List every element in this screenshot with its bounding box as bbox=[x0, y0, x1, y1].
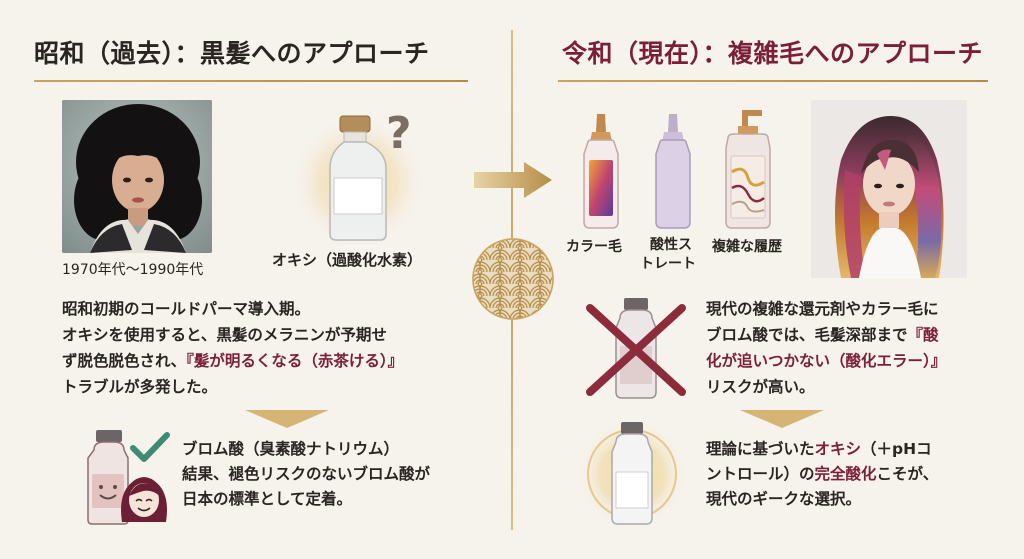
left-para-line1: 昭和初期のコールドパーマ導入期。 bbox=[62, 300, 311, 318]
left-title: 昭和（過去）：黒髪へのアプローチ bbox=[34, 39, 430, 68]
check-icon bbox=[130, 432, 170, 462]
oxy-bottle-icon bbox=[292, 115, 424, 248]
seigaiha-wave-icon bbox=[472, 238, 554, 320]
label-color-hair: カラー毛 bbox=[566, 239, 622, 255]
complex-history-bottle-icon bbox=[725, 110, 771, 229]
oxy-label: オキシ（過酸化水素） bbox=[272, 251, 423, 269]
left-para-line2: オキシを使用すると、黒髪のメラニンが予期せ bbox=[62, 326, 387, 344]
left-result-line3: 日本の標準として定着。 bbox=[182, 490, 353, 508]
happy-woman-icon bbox=[121, 477, 167, 522]
right-result-oxy: オキシ bbox=[814, 440, 862, 458]
question-mark-icon: ? bbox=[386, 108, 412, 159]
label-acid-straight-1: 酸性ス bbox=[650, 237, 692, 253]
left-para-line4: トラブルが多発した。 bbox=[62, 378, 218, 396]
right-result-line2-a: ントロール）の bbox=[706, 465, 815, 483]
left-result-line2: 結果、褪色リスクのないブロム酸が bbox=[182, 465, 431, 483]
right-result-line2-c: こそが、 bbox=[876, 465, 939, 483]
showa-woman-photo bbox=[62, 100, 212, 253]
right-result-line2: ントロール）の完全酸化こそが、 bbox=[706, 462, 938, 487]
left-para-highlight: 『髪が明るくなる（赤茶ける）』 bbox=[186, 352, 404, 370]
left-para-line3-a: ず脱色脱色され、 bbox=[62, 352, 187, 370]
acid-straight-bottle-icon bbox=[655, 114, 691, 229]
left-title-rule bbox=[34, 80, 468, 82]
right-result-line1-c: （＋pHコ bbox=[861, 440, 932, 458]
left-para-line3: ず脱色脱色され、『髪が明るくなる（赤茶ける）』 bbox=[62, 348, 403, 374]
right-para-line1: 現代の複雑な還元剤やカラー毛に bbox=[706, 300, 939, 318]
right-result-line1-a: 理論に基づいた bbox=[706, 440, 815, 458]
right-result-full-oxidation: 完全酸化 bbox=[814, 465, 877, 483]
arrow-right-icon bbox=[474, 162, 552, 198]
right-para-highlight-2: 化が追いつかない（酸化エラー）』 bbox=[706, 352, 947, 370]
cross-icon bbox=[586, 298, 686, 399]
right-result: 理論に基づいたオキシ（＋pHコ ントロール）の完全酸化こそが、 現代のギークな選… bbox=[706, 437, 938, 512]
era-caption: 1970年代〜1990年代 bbox=[62, 262, 204, 278]
right-para-line4: リスクが高い。 bbox=[706, 378, 815, 396]
glowing-oxy-bottle-icon bbox=[578, 420, 686, 528]
right-paragraph: 現代の複雑な還元剤やカラー毛に ブロム酸では、毛髪深部まで『酸 化が追いつかない… bbox=[706, 296, 946, 400]
right-title: 令和（現在）：複雑毛へのアプローチ bbox=[562, 39, 984, 68]
label-acid-straight-2: トレート bbox=[640, 256, 696, 272]
right-result-line3: 現代のギークな選択。 bbox=[706, 490, 862, 508]
left-result-line1: ブロム酸（臭素酸ナトリウム） bbox=[182, 440, 400, 458]
right-para-highlight-1: 『酸 bbox=[907, 326, 939, 344]
right-result-line1: 理論に基づいたオキシ（＋pHコ bbox=[706, 437, 938, 462]
right-para-line2-a: ブロム酸では、毛髪深部まで bbox=[706, 326, 908, 344]
right-title-rule bbox=[558, 80, 988, 82]
label-acid-straight: 酸性ス トレート bbox=[640, 236, 696, 274]
label-complex-history: 複雑な履歴 bbox=[712, 239, 782, 255]
chevron-down-icon bbox=[245, 410, 329, 428]
reiwa-woman-photo bbox=[811, 100, 967, 278]
color-hair-bottle-icon bbox=[583, 114, 619, 229]
chevron-down-icon-right bbox=[740, 410, 824, 428]
left-result: ブロム酸（臭素酸ナトリウム） 結果、褪色リスクのないブロム酸が 日本の標準として… bbox=[182, 437, 430, 512]
right-para-line2: ブロム酸では、毛髪深部まで『酸 bbox=[706, 322, 946, 348]
left-paragraph: 昭和初期のコールドパーマ導入期。 オキシを使用すると、黒髪のメラニンが予期せ ず… bbox=[62, 296, 403, 400]
